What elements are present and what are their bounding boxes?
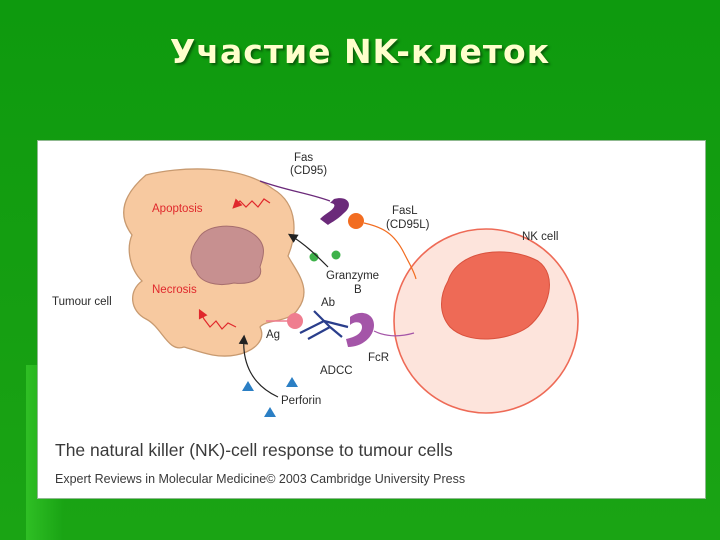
antibody (299, 310, 349, 340)
tumour-cell-label: Tumour cell (52, 296, 112, 308)
perforin-triangle-2 (286, 377, 298, 387)
fasl-line (363, 222, 417, 280)
granzyme-label: Granzyme (326, 270, 380, 282)
perforin-triangle-1 (242, 381, 254, 391)
perforin-triangle-3 (264, 407, 276, 417)
perforin-label: Perforin (281, 395, 322, 407)
apoptosis-squiggle (232, 198, 271, 209)
diagram-graphic (123, 168, 579, 417)
granzyme-dot-2 (331, 250, 341, 260)
nk-cell-label: NK cell (522, 231, 559, 243)
ag-label: Ag (266, 329, 281, 341)
nk-cell-nucleus (441, 251, 550, 340)
necrosis-squiggle (198, 308, 237, 330)
fas-line (259, 180, 331, 202)
antigen (287, 313, 303, 329)
figure-credit: Expert Reviews in Molecular Medicine© 20… (55, 472, 466, 486)
figure-caption: The natural killer (NK)-cell response to… (55, 440, 453, 460)
tumour-nucleus (190, 225, 264, 285)
cd95l-label: (CD95L) (386, 219, 430, 231)
slide-title: Участие NK-клеток (169, 32, 551, 71)
perforin-arrow (238, 334, 279, 398)
nk-cell-diagram: Fas (CD95) FasL (CD95L) NK cell Apoptosi… (37, 140, 706, 499)
granzyme-arrow (287, 233, 329, 268)
fas-label: Fas (294, 152, 314, 164)
ab-label: Ab (321, 297, 336, 309)
fc-receptor (346, 312, 374, 347)
fasl-ligand (348, 213, 364, 229)
fcr-label: FcR (368, 352, 390, 364)
cd95-label: (CD95) (290, 165, 328, 177)
granzyme-b-label: B (354, 284, 362, 296)
necrosis-label: Necrosis (152, 284, 197, 296)
fas-receptor (320, 198, 349, 225)
fasl-label: FasL (392, 205, 418, 217)
fcr-line (373, 330, 415, 337)
adcc-label: ADCC (320, 365, 353, 377)
apoptosis-label: Apoptosis (152, 203, 203, 215)
